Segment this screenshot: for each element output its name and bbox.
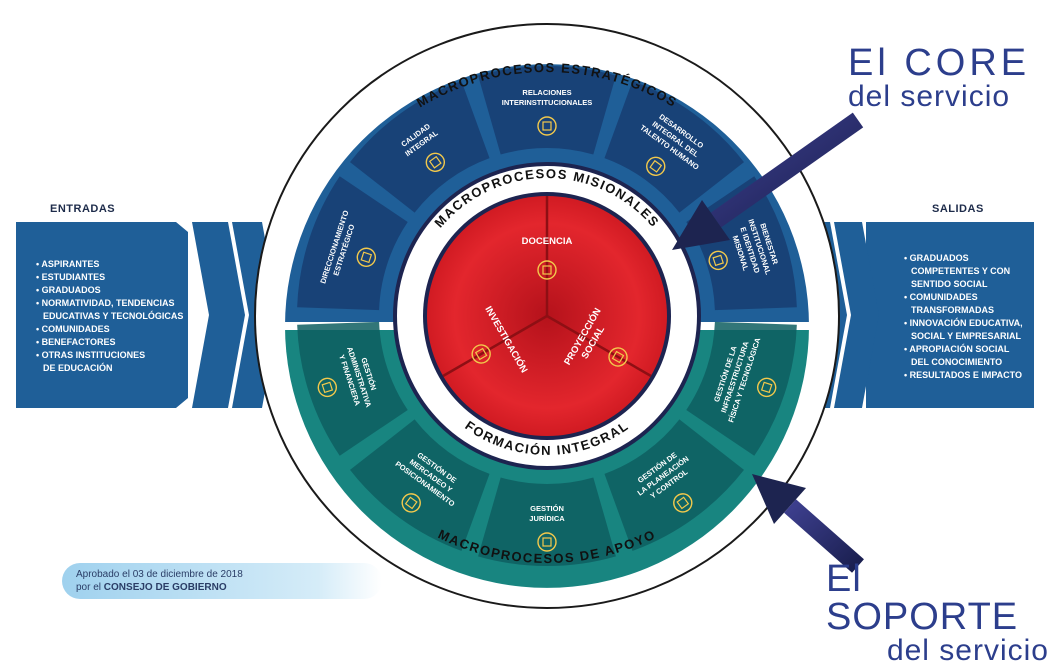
approval-line-1: Aprobado el 03 de diciembre de 2018: [76, 569, 243, 580]
finance-icon: [317, 377, 338, 398]
strategic-segments: DIRECCIONAMIENTOESTRATÉGICOCALIDADINTEGR…: [297, 66, 797, 311]
core-callout: El CORE del servicio: [848, 44, 1030, 112]
magnifier-icon: [471, 344, 491, 364]
shield-icon: [425, 152, 446, 172]
list-item: Otras instituciones: [36, 349, 196, 362]
planning-icon: [673, 493, 693, 513]
strategic-segment: [349, 81, 490, 213]
strategic-segment: [604, 81, 745, 213]
list-item: Aspirantes: [36, 258, 196, 271]
infrastructure-icon: [756, 377, 777, 398]
people-circle-icon: [537, 116, 557, 136]
process-map-diagram: DIRECCIONAMIENTOESTRATÉGICOCALIDADINTEGR…: [16, 23, 1034, 609]
support-label-line: GESTIÓN: [530, 504, 564, 513]
list-item: educativas y tecnológicas: [43, 311, 184, 321]
core-label: DOCENCIA: [522, 236, 573, 247]
strategic-segment: [686, 176, 797, 311]
people-icon: [708, 250, 728, 271]
list-item: Normatividad, tendencias: [36, 297, 196, 310]
salidas-title: SALIDAS: [932, 203, 984, 215]
chart-icon: [401, 493, 421, 513]
salidas-panel: [800, 222, 1034, 408]
support-arrow: [752, 474, 864, 573]
core-callout-title: El CORE: [848, 42, 1031, 84]
list-item: de educación: [43, 363, 113, 373]
list-item: Graduados: [36, 284, 196, 297]
team-icon: [646, 156, 666, 177]
list-item: sentido social: [911, 279, 988, 289]
list-item: Apropiación social: [904, 343, 1044, 356]
support-callout-subtitle: del servicio: [886, 634, 1049, 667]
support-callout: El SOPORTE del servicio: [826, 560, 1049, 666]
list-item: del conocimiento: [911, 357, 1003, 367]
strategic-segment: [478, 66, 616, 155]
list-item: Innovación educativa,: [904, 317, 1044, 330]
approval-note: Aprobado el 03 de diciembre de 2018 por …: [62, 563, 382, 599]
network-icon: [356, 247, 376, 267]
strategic-label-line: RELACIONES: [522, 88, 571, 97]
support-segment: [297, 321, 408, 456]
list-item: competentes y con: [911, 266, 1011, 276]
list-item: Graduados: [904, 252, 1044, 265]
list-item: Benefactores: [36, 336, 196, 349]
entradas-title: ENTRADAS: [50, 203, 116, 215]
globe-icon: [608, 347, 628, 367]
gavel-icon: [537, 532, 557, 552]
list-item: Resultados e impacto: [904, 369, 1044, 382]
salidas-list: Graduadoscompetentes y con sentido social…: [904, 252, 1044, 382]
building-icon: [537, 260, 557, 280]
core-segment: DOCENCIA: [522, 236, 573, 280]
strategic-segment: [297, 176, 408, 311]
list-item: Estudiantes: [36, 271, 196, 284]
support-label-line: JURÍDICA: [529, 514, 565, 523]
support-segment: [604, 419, 745, 551]
approval-line-2: por el CONSEJO DE GOBIERNO: [76, 582, 227, 593]
support-callout-title: El SOPORTE: [826, 558, 1019, 638]
list-item: Comunidades: [36, 323, 196, 336]
list-item: social y empresarial: [911, 331, 1022, 341]
list-item: transformadas: [911, 305, 994, 315]
strategic-label-line: INTERINSTITUCIONALES: [502, 98, 592, 107]
core-arrow: [672, 112, 864, 250]
support-segment: [686, 321, 797, 456]
entradas-list: AspirantesEstudiantesGraduadosNormativid…: [36, 258, 196, 375]
list-item: Comunidades: [904, 291, 1044, 304]
support-segment: [478, 477, 616, 567]
core-callout-subtitle: del servicio: [848, 80, 1011, 113]
support-segment: [349, 419, 490, 551]
